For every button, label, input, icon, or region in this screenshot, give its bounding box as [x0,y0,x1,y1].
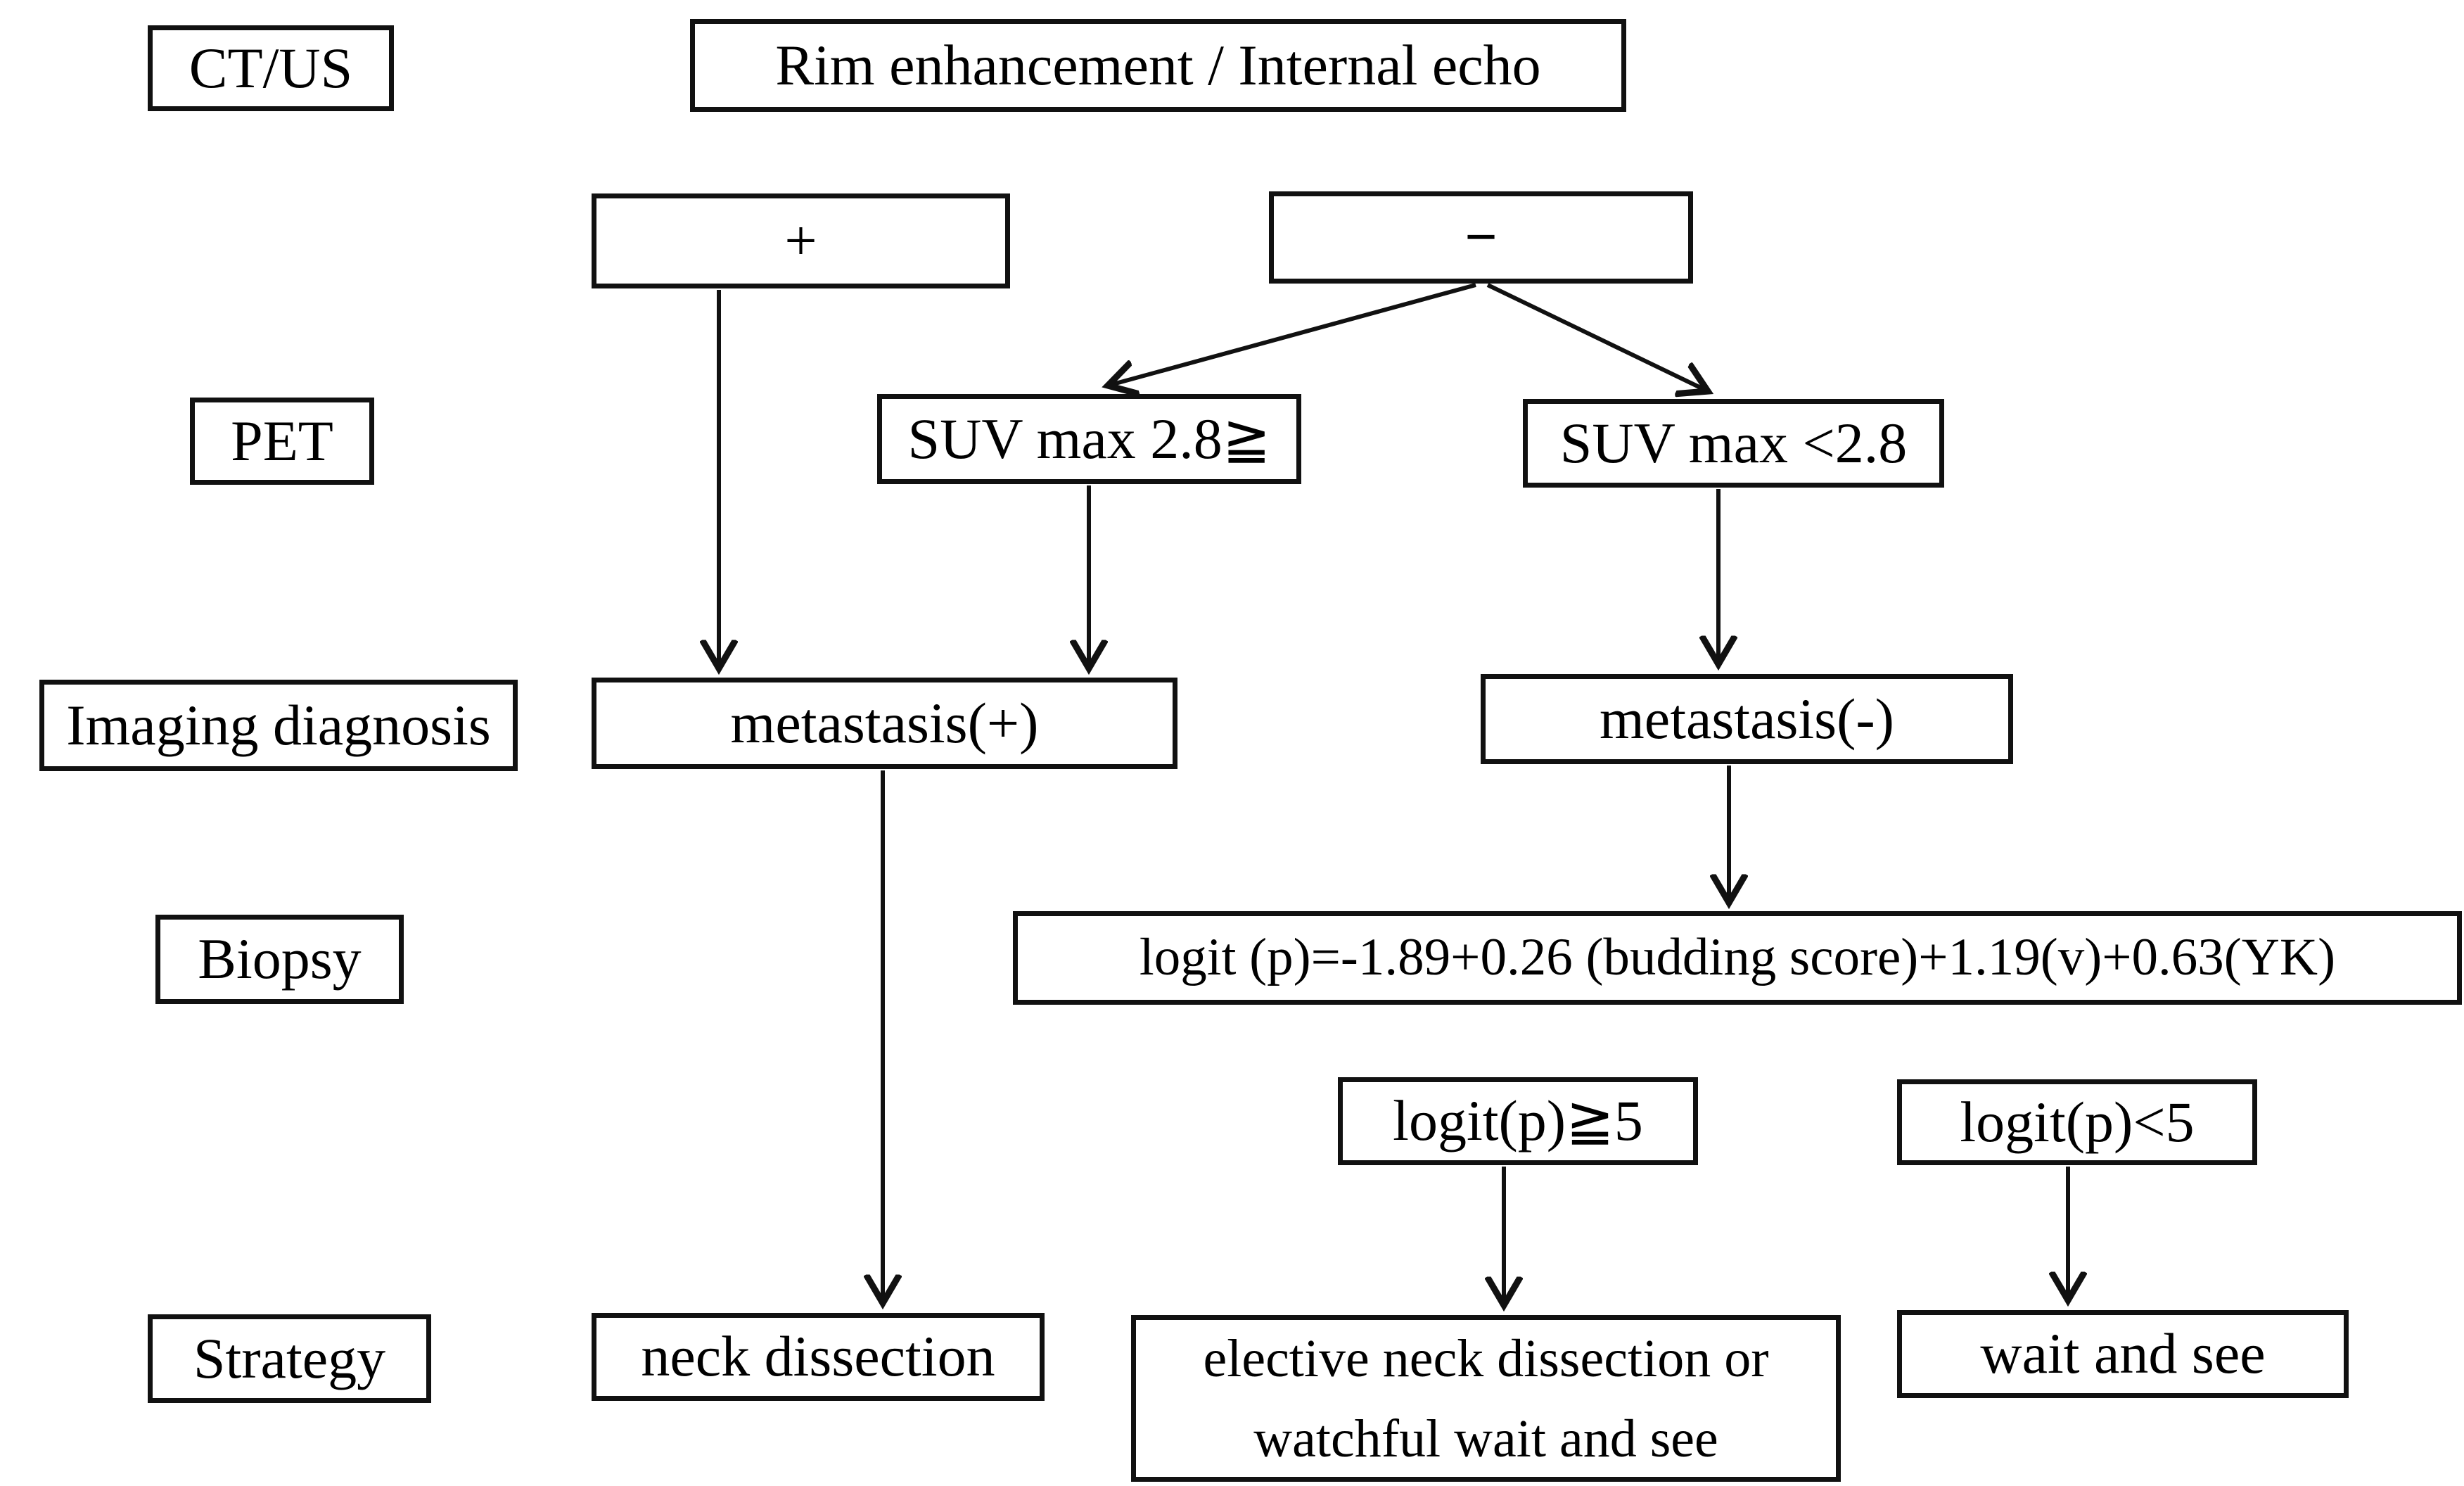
node-suv-max-low: SUV max <2.8 [1523,399,1944,488]
node-elective-neck-dissection: elective neck dissection or watchful wai… [1131,1315,1841,1482]
stage-label-ct-us: CT/US [148,25,394,111]
stage-label-pet: PET [190,398,374,485]
arrow-minus-to-suv-low [1486,283,1708,391]
node-logit-formula: logit (p)=-1.89+0.26 (budding score)+1.1… [1013,911,2462,1005]
node-logit-low: logit(p)<5 [1897,1079,2257,1165]
stage-label-strategy: Strategy [148,1314,431,1403]
node-rim-enhancement-internal-echo: Rim enhancement / Internal echo [690,19,1626,112]
node-wait-and-see: wait and see [1897,1310,2349,1398]
node-plus: + [592,193,1010,288]
node-minus: − [1269,191,1693,284]
node-suv-max-high: SUV max 2.8≧ [877,394,1301,484]
node-metastasis-negative: metastasis(-) [1481,674,2013,764]
stage-label-biopsy: Biopsy [155,915,404,1004]
arrow-minus-to-suv-high [1108,283,1476,386]
node-neck-dissection: neck dissection [592,1313,1045,1401]
stage-label-imaging-diagnosis: Imaging diagnosis [39,680,518,771]
node-metastasis-positive: metastasis(+) [592,678,1177,769]
node-logit-high: logit(p)≧5 [1338,1077,1698,1165]
